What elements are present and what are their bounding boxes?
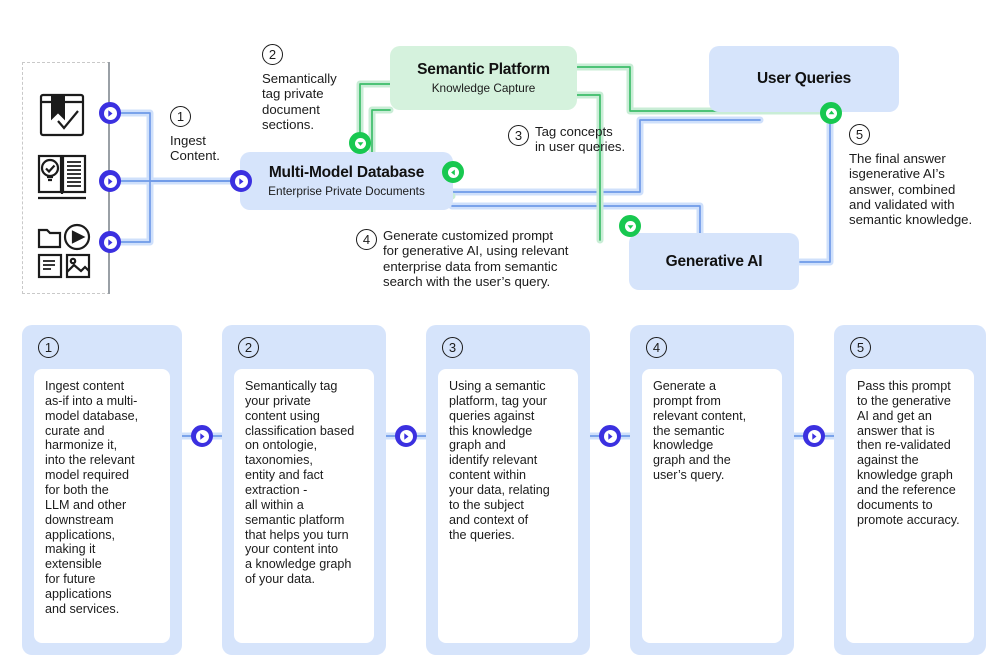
node-title: Semantic Platform	[417, 61, 550, 78]
step-number: 4	[646, 337, 667, 358]
callout-3: 3 Tag concepts in user queries.	[508, 124, 625, 155]
step-card-4[interactable]: 4 Generate a prompt from relevant conten…	[630, 325, 794, 655]
node-subtitle: Enterprise Private Documents	[268, 184, 425, 198]
callout-text: Ingest Content.	[170, 133, 220, 164]
connector-dot-generative-ai-in[interactable]	[619, 215, 641, 237]
node-semantic-platform[interactable]: Semantic Platform Knowledge Capture	[390, 46, 577, 110]
callout-number: 2	[262, 44, 283, 65]
step-connector-dot-3-4[interactable]	[599, 425, 621, 447]
node-title: Generative AI	[665, 252, 763, 270]
step-number: 5	[850, 337, 871, 358]
step-body: Generate a prompt from relevant content,…	[642, 369, 782, 643]
connector-dot-db-semantic[interactable]	[442, 161, 464, 183]
node-multi-model-database[interactable]: Multi-Model Database Enterprise Private …	[240, 152, 453, 210]
step-card-3[interactable]: 3 Using a semantic platform, tag your qu…	[426, 325, 590, 655]
step-text: Pass this prompt to the generative AI an…	[857, 379, 960, 527]
callout-number: 3	[508, 125, 529, 146]
book-check-icon	[36, 88, 88, 140]
step-body: Ingest content as-if into a multi- model…	[34, 369, 170, 643]
callout-text: The final answer isgenerative AI’s answe…	[849, 151, 973, 228]
step-text: Ingest content as-if into a multi- model…	[45, 379, 139, 616]
step-text: Semantically tag your private content us…	[245, 379, 355, 587]
node-generative-ai[interactable]: Generative AI	[629, 233, 799, 290]
step-body: Using a semantic platform, tag your quer…	[438, 369, 578, 643]
step-card-5[interactable]: 5 Pass this prompt to the generative AI …	[834, 325, 986, 655]
step-connector-dot-2-3[interactable]	[395, 425, 417, 447]
step-connector-dot-4-5[interactable]	[803, 425, 825, 447]
callout-1: 1 Ingest Content.	[170, 106, 220, 164]
callout-4: 4 Generate customized prompt for generat…	[356, 228, 568, 289]
connector-dot-tag-sections[interactable]	[349, 132, 371, 154]
callout-number: 5	[849, 124, 870, 145]
node-subtitle: Knowledge Capture	[431, 81, 536, 95]
step-body: Semantically tag your private content us…	[234, 369, 374, 643]
callout-2: 2 Semantically tag private document sect…	[262, 44, 337, 132]
callout-number: 4	[356, 229, 377, 250]
step-card-2[interactable]: 2 Semantically tag your private content …	[222, 325, 386, 655]
connector-dot-source-2[interactable]	[99, 170, 121, 192]
connector-dot-final-answer[interactable]	[820, 102, 842, 124]
step-connector-dot-1-2[interactable]	[191, 425, 213, 447]
callout-text: Semantically tag private document sectio…	[262, 71, 337, 132]
node-title: Multi-Model Database	[268, 164, 425, 181]
step-body: Pass this prompt to the generative AI an…	[846, 369, 974, 643]
step-number: 3	[442, 337, 463, 358]
step-number: 1	[38, 337, 59, 358]
mixed-media-files-icon	[36, 222, 92, 280]
step-text: Using a semantic platform, tag your quer…	[449, 379, 550, 542]
callout-text: Generate customized prompt for generativ…	[383, 228, 569, 289]
node-title: User Queries	[756, 70, 852, 87]
callout-5: 5 The final answer isgenerative AI’s ans…	[849, 124, 972, 228]
connector-dot-source-1[interactable]	[99, 102, 121, 124]
open-book-idea-icon	[34, 152, 92, 204]
node-user-queries[interactable]: User Queries	[709, 46, 899, 112]
connector-dot-ingest[interactable]	[230, 170, 252, 192]
connector-dot-source-3[interactable]	[99, 231, 121, 253]
callout-text: Tag concepts in user queries.	[535, 124, 626, 155]
step-text: Generate a prompt from relevant content,…	[653, 379, 747, 483]
step-card-1[interactable]: 1 Ingest content as-if into a multi- mod…	[22, 325, 182, 655]
callout-number: 1	[170, 106, 191, 127]
step-number: 2	[238, 337, 259, 358]
